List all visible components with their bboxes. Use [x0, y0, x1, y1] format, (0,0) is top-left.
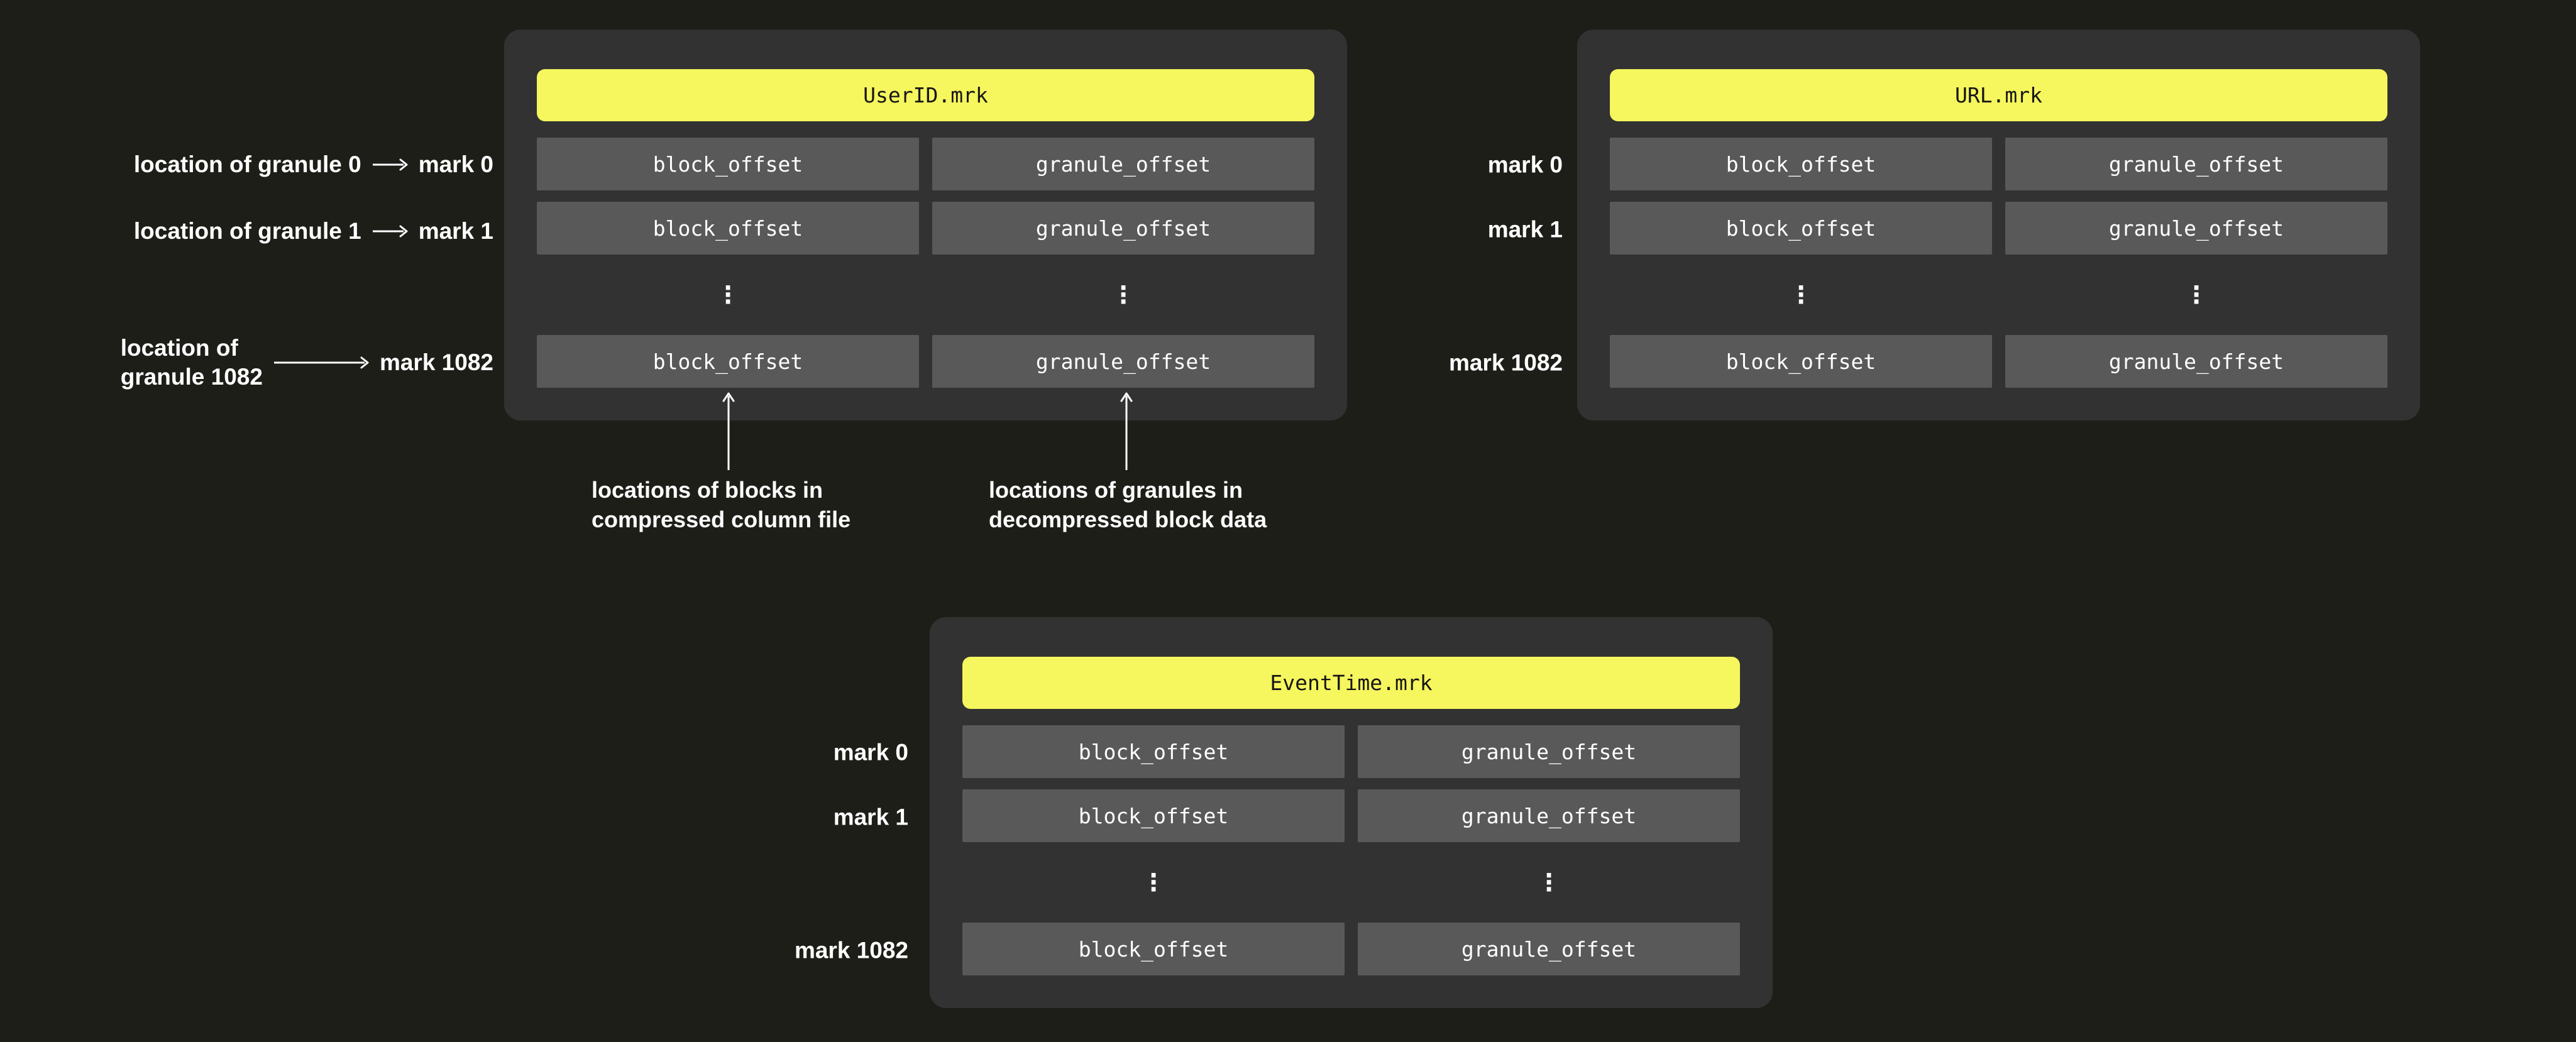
mark-label: mark 1: [418, 218, 493, 244]
mark-label: mark 1: [1487, 216, 1563, 243]
granule-offset-cell: granule_offset: [932, 138, 1314, 190]
mark-row: block_offset granule_offset: [1610, 138, 2387, 190]
vertical-ellipsis: ⋮: [2184, 281, 2208, 309]
block-offset-cell: block_offset: [537, 138, 919, 190]
mark-label: mark 1082: [379, 349, 493, 375]
block-offset-cell: block_offset: [962, 923, 1345, 975]
annotation-label: location of granule 1082: [120, 335, 263, 390]
caption-block-offsets: locations of blocks in compressed column…: [592, 477, 851, 532]
mark-row: block_offset granule_offset: [962, 923, 1740, 975]
mark-row: block_offset granule_offset: [962, 725, 1740, 778]
mark-label: mark 1082: [1448, 349, 1563, 376]
arrow-up-icon: [1120, 392, 1133, 470]
ellipsis-row: ⋮ ⋮: [537, 255, 1314, 335]
mark-row: block_offset granule_offset: [1610, 335, 2387, 388]
block-offset-cell: block_offset: [962, 789, 1345, 842]
block-offset-cell: block_offset: [537, 335, 919, 388]
vertical-ellipsis: ⋮: [1111, 281, 1135, 309]
mark-label: mark 0: [418, 151, 493, 177]
block-offset-cell: block_offset: [1610, 202, 1992, 255]
granule-offset-cell: granule_offset: [1358, 789, 1740, 842]
mrk-file-title-eventtime: EventTime.mrk: [962, 657, 1740, 709]
granule-offset-cell: granule_offset: [932, 335, 1314, 388]
mark-row: block_offset granule_offset: [537, 202, 1314, 255]
block-offset-cell: block_offset: [1610, 335, 1992, 388]
mark-label: mark 0: [1487, 151, 1563, 178]
annotation-granule-1082: location of granule 1082 mark 1082: [121, 334, 493, 392]
granule-offset-cell: granule_offset: [2005, 202, 2387, 255]
mrk-file-title-userid: UserID.mrk: [537, 69, 1314, 121]
arrow-up-icon: [722, 392, 735, 470]
block-offset-cell: block_offset: [1610, 138, 1992, 190]
mrk-file-panel-eventtime: EventTime.mrk block_offset granule_offse…: [930, 617, 1773, 1008]
annotation-label: location of granule 1: [133, 218, 361, 244]
annotation-granule-0: location of granule 0 mark 0: [134, 150, 493, 179]
granule-offset-cell: granule_offset: [2005, 138, 2387, 190]
mrk-file-title-url: URL.mrk: [1610, 69, 2387, 121]
mark-label: mark 0: [833, 739, 908, 765]
block-offset-cell: block_offset: [962, 725, 1345, 778]
mark-row: block_offset granule_offset: [962, 789, 1740, 842]
vertical-ellipsis: ⋮: [1789, 281, 1813, 309]
vertical-ellipsis: ⋮: [1537, 869, 1561, 896]
caption-granule-offsets: locations of granules in decompressed bl…: [989, 477, 1267, 532]
arrow-right-icon: [372, 158, 408, 171]
ellipsis-row: ⋮ ⋮: [1610, 255, 2387, 335]
annotation-label: location of granule 0: [133, 151, 361, 177]
granule-offset-cell: granule_offset: [932, 202, 1314, 255]
vertical-ellipsis: ⋮: [1142, 869, 1165, 896]
granule-offset-cell: granule_offset: [1358, 725, 1740, 778]
vertical-ellipsis: ⋮: [716, 281, 740, 309]
block-offset-cell: block_offset: [537, 202, 919, 255]
mark-row: block_offset granule_offset: [537, 335, 1314, 388]
granule-offset-cell: granule_offset: [1358, 923, 1740, 975]
mrk-file-panel-url: URL.mrk block_offset granule_offset bloc…: [1577, 30, 2420, 420]
ellipsis-row: ⋮ ⋮: [962, 842, 1740, 923]
mrk-file-panel-userid: UserID.mrk block_offset granule_offset b…: [504, 30, 1347, 420]
arrow-right-icon: [372, 225, 408, 238]
mark-label: mark 1082: [794, 937, 908, 963]
arrow-right-icon: [273, 356, 369, 369]
annotation-granule-1: location of granule 1 mark 1: [134, 217, 493, 246]
mark-row: block_offset granule_offset: [537, 138, 1314, 190]
mark-label: mark 1: [833, 804, 908, 830]
granule-offset-cell: granule_offset: [2005, 335, 2387, 388]
mark-row: block_offset granule_offset: [1610, 202, 2387, 255]
